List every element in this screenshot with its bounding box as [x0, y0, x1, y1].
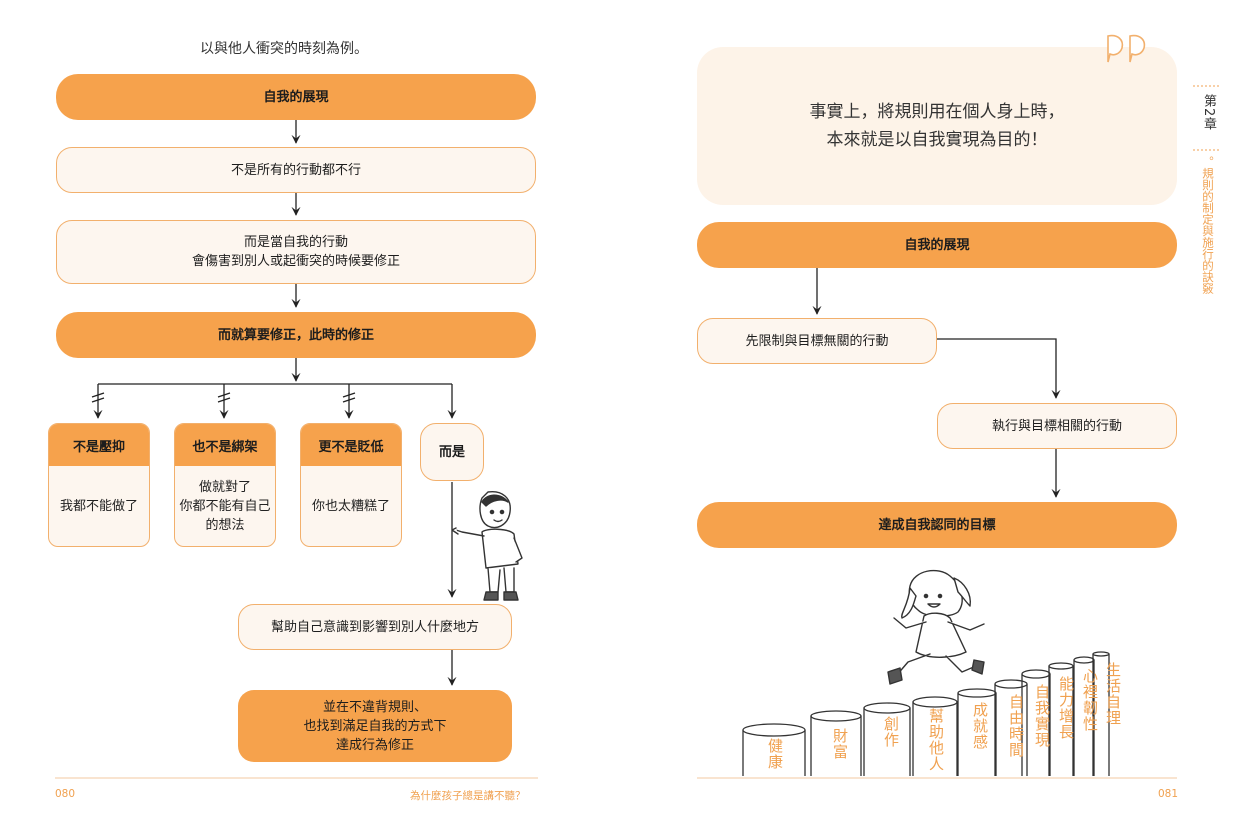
step-label: 自由時間 — [1007, 694, 1025, 758]
flow-correction: 而就算要修正，此時的修正 — [56, 312, 536, 358]
step-label: 生活自理 — [1104, 662, 1122, 726]
step-label: 財富 — [831, 728, 849, 760]
flow-correction-result: 並在不違背規則、 也找到滿足自我的方式下 達成行為修正 — [238, 690, 512, 762]
card-not-belittle: 更不是貶低 你也太糟糕了 — [300, 423, 402, 547]
flow-self-expression: 自我的展現 — [56, 74, 536, 120]
book-title-footer: 為什麼孩子總是講不聽？ — [410, 790, 526, 802]
step-label: 自我實現 — [1033, 684, 1051, 748]
step-label: 幫助他人 — [927, 708, 945, 772]
card-not-coerce: 也不是綁架 做就對了 你都不能有自己 的想法 — [174, 423, 276, 547]
r-flow-limit: 先限制與目標無關的行動 — [697, 318, 937, 364]
card-not-suppress: 不是壓抑 我都不能做了 — [48, 423, 150, 547]
page-number-left: 080 — [55, 788, 76, 800]
quote-box: 事實上，將規則用在個人身上時， 本來就是以自我實現為目的！ — [697, 47, 1177, 205]
chapter-label: 第2章 — [1201, 94, 1216, 132]
r-flow-self-expression: 自我的展現 — [697, 222, 1177, 268]
page-number-right: 081 — [1158, 788, 1179, 800]
step-label: 成就感 — [971, 702, 989, 750]
r-flow-goal: 達成自我認同的目標 — [697, 502, 1177, 548]
flow-not-all-actions: 不是所有的行動都不行 — [56, 147, 536, 193]
flow-but: 而是 — [420, 423, 484, 481]
chapter-subtitle: 。規則的制定與施行的訣竅 — [1201, 156, 1215, 294]
quote-marks-icon — [1107, 34, 1146, 63]
step-label: 創作 — [882, 716, 900, 748]
boy-pointing-illustration — [452, 491, 523, 601]
step-label: 能力增長 — [1057, 676, 1075, 740]
card-title: 更不是貶低 — [301, 424, 401, 466]
girl-jumping-illustration — [887, 569, 985, 685]
stepping-logs — [742, 651, 1110, 776]
step-label: 心裡韌性 — [1081, 668, 1099, 732]
card-body: 我都不能做了 — [59, 498, 138, 514]
card-title: 不是壓抑 — [49, 424, 149, 466]
flow-awareness: 幫助自己意識到影響到別人什麼地方 — [238, 604, 512, 650]
r-flow-execute: 執行與目標相關的行動 — [937, 403, 1177, 449]
step-label: 健康 — [766, 738, 784, 770]
card-title: 也不是綁架 — [175, 424, 275, 466]
intro-text: 以與他人衝突的時刻為例。 — [200, 41, 368, 57]
card-body: 做就對了 你都不能有自己 的想法 — [179, 479, 271, 533]
card-body: 你也太糟糕了 — [311, 498, 390, 514]
flow-when-harm: 而是當自我的行動 會傷害到別人或起衝突的時候要修正 — [56, 220, 536, 284]
